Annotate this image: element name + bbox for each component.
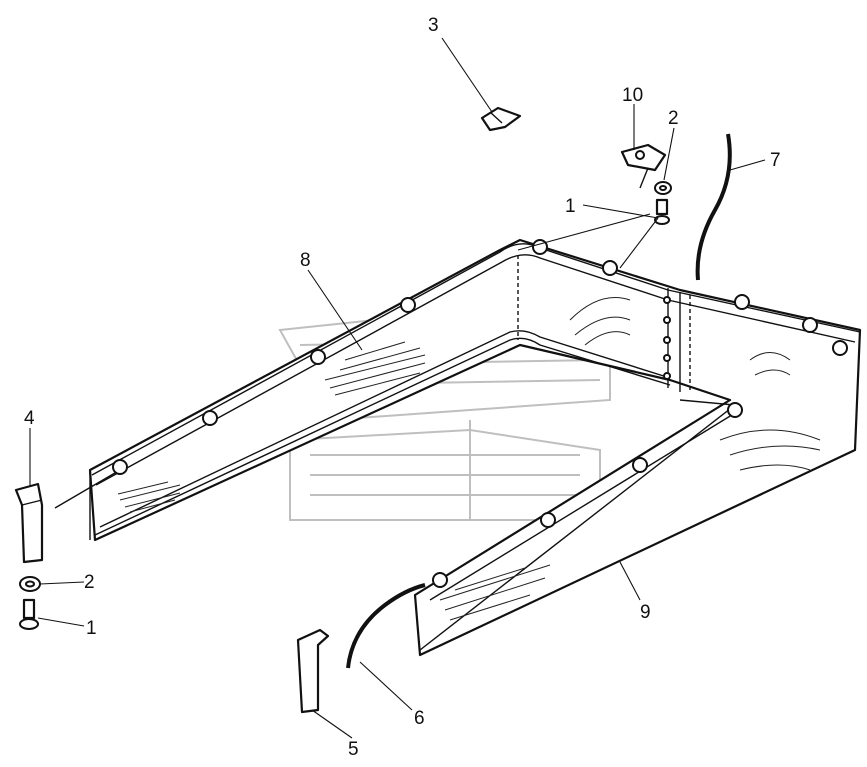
- callout-six: 6: [414, 708, 425, 729]
- bolt-part-1-left: [19, 598, 39, 630]
- callout-labels: 3 10 2 7 1 8 4 2 1 9 7 8 6 5: [24, 15, 781, 760]
- bolt-part-1-top: [654, 198, 670, 225]
- washer-part-2-top: [654, 181, 672, 195]
- callout-2-left: 2: [84, 572, 95, 593]
- canopy-frame: [54, 238, 862, 657]
- cable-part-7: [695, 133, 732, 281]
- callout-3: 3: [428, 15, 439, 36]
- callout-1-top: 1: [565, 196, 576, 217]
- callout-5: 5: [348, 739, 359, 760]
- post-part-5: [296, 628, 330, 714]
- washer-part-2-left: [19, 576, 41, 592]
- cable-part-6: [346, 583, 426, 669]
- callout-10: 10: [622, 85, 643, 106]
- post-part-4: [14, 482, 44, 564]
- leader-lines: [29, 37, 766, 739]
- callout-9: 9: [640, 602, 651, 623]
- callout-4: 4: [24, 408, 35, 429]
- callout-8: 8: [300, 250, 311, 271]
- clip-part-3: [480, 106, 522, 132]
- callout-7: 7: [770, 150, 781, 171]
- callout-2-top: 2: [668, 108, 679, 129]
- callout-1-left: 1: [86, 618, 97, 639]
- bracket-part-10: [620, 143, 667, 189]
